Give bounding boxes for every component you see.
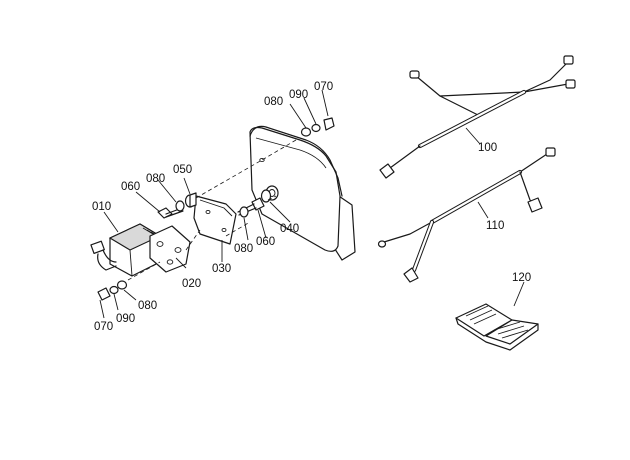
operator-manual-book — [455, 303, 539, 351]
label-060-upper: 060 — [121, 181, 140, 193]
label-120: 120 — [512, 272, 531, 284]
assembly-lines — [127, 139, 297, 281]
label-020: 020 — [182, 278, 201, 290]
wire-harness-110 — [377, 147, 556, 283]
label-080-upper: 080 — [146, 173, 165, 185]
washer-080-middle — [239, 206, 249, 218]
label-060-middle: 060 — [256, 236, 275, 248]
collar-050 — [184, 192, 197, 208]
label-090-top: 090 — [289, 89, 308, 101]
mounting-plate — [249, 125, 356, 261]
regulator-bracket — [149, 225, 191, 273]
regulator-body — [90, 223, 172, 277]
collar-040 — [260, 189, 272, 203]
label-080-lower: 080 — [138, 300, 157, 312]
wire-harness-100 — [379, 55, 576, 179]
label-070-top: 070 — [314, 81, 333, 93]
label-110: 110 — [486, 220, 504, 232]
label-050: 050 — [173, 164, 192, 176]
label-070-lower: 070 — [94, 321, 113, 333]
label-080-middle: 080 — [234, 243, 253, 255]
spacer-plate — [193, 195, 237, 245]
label-100: 100 — [478, 142, 497, 154]
label-090-lower: 090 — [116, 313, 135, 325]
label-030: 030 — [212, 263, 231, 275]
label-080-top: 080 — [264, 96, 283, 108]
nut-stack-upper — [300, 117, 335, 137]
nut-stack-lower — [97, 280, 128, 301]
label-040: 040 — [280, 223, 299, 235]
washer-080-upper — [175, 200, 185, 212]
label-010: 010 — [92, 201, 111, 213]
leader-lines — [99, 89, 525, 319]
